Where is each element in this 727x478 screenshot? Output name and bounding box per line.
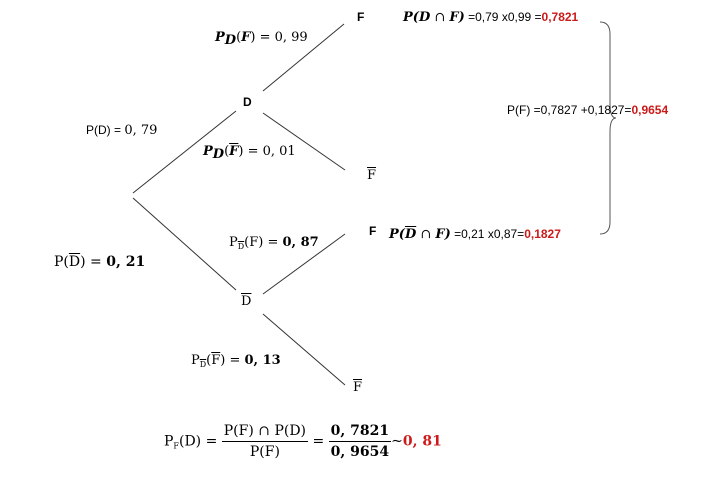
branch-D-notF-label: PD(F) = 0, 01 [203, 143, 296, 161]
prob-value: 0, 01 [262, 144, 296, 159]
branch-notD-F-label: PD(F) = 0, 87 [229, 236, 319, 251]
calc-total: P(F) =0,7827 +0,1827=0,9654 [507, 102, 668, 118]
calc-arith: =0,79 x0,99 = [464, 10, 542, 24]
branch-root-to-notD [132, 197, 237, 291]
branch-root-to-D [132, 110, 237, 194]
paren-close: ) = [250, 30, 275, 45]
bayes-fraction-2: 0, 7821 0, 9654 [328, 424, 392, 460]
calc-total-result: 0,9654 [631, 103, 669, 117]
calc-expr-mid: ∩ [416, 227, 436, 242]
paren-close: ) = [220, 353, 245, 368]
calc-expr-tail: ) [444, 227, 451, 242]
prob-symbol: P [229, 235, 238, 250]
bayes-lhs-arg: (D) = [178, 433, 222, 450]
node-notD: D [241, 294, 252, 309]
leaf-notF-bottom: F [353, 380, 363, 395]
bayes-result: 0, 81 [402, 433, 442, 450]
bayes-equals: = [308, 433, 329, 450]
paren-open: ( [236, 30, 242, 45]
paren-open: ( [206, 353, 212, 368]
prob-notD-bar: D [68, 254, 81, 270]
calc-bottom: P(D ∩ F) =0,21 x0,87=0,1827 [389, 226, 561, 242]
calc-result: 0,1827 [524, 227, 561, 241]
leaf-notF-top: F [367, 168, 377, 183]
branch-notD-to-F [262, 233, 346, 295]
branch-D-to-F [262, 23, 345, 92]
calc-expr-D: D [418, 10, 431, 25]
paren-open: ( [224, 144, 230, 159]
bayes-approx: ~ [391, 433, 403, 450]
event: F [241, 30, 251, 45]
bayes-numerator-value: 0, 7821 [328, 424, 392, 442]
calc-arith: =0,21 x0,87= [450, 227, 525, 241]
bayes-lhs-sub: F [173, 441, 179, 451]
prob-notD-label: P(D) = 0, 21 [54, 255, 145, 269]
calc-expr-head: P( [389, 227, 405, 242]
bayes-denominator-value: 0, 9654 [330, 444, 390, 460]
prob-D-label: P(D) = 0, 79 [86, 124, 157, 137]
prob-value: 0, 99 [274, 30, 308, 45]
leaf-F-bottom: F [369, 224, 377, 238]
calc-expr-F: F [435, 227, 445, 242]
branch-notD-to-notF [262, 313, 346, 386]
calc-expr-F: F [449, 10, 459, 25]
bayes-formula: PF(D) = P(F) ∩ P(D) P(F) = 0, 7821 0, 9654… [164, 424, 442, 459]
prob-notD-suffix: ) = [80, 254, 107, 270]
bayes-numerator: P(F) ∩ P(D) [221, 424, 309, 442]
prob-subscript: D [237, 242, 245, 251]
prob-D-prefix: P(D) = [86, 123, 125, 137]
event: F [211, 353, 221, 368]
prob-value: 0, 87 [282, 235, 319, 250]
prob-subscript: D [224, 33, 237, 48]
leaf-F-top: F [357, 10, 365, 24]
calc-top: P(D ∩ F) =0,79 x0,99 =0,7821 [403, 9, 578, 25]
bayes-denominator: P(F) [249, 444, 280, 460]
branch-D-F-label: PD(F) = 0, 99 [215, 29, 308, 47]
curly-brace [599, 21, 617, 235]
calc-expr-D: D [404, 227, 417, 242]
prob-notD-value: 0, 21 [106, 254, 146, 270]
prob-notD-prefix: P( [54, 254, 69, 270]
prob-subscript: D [212, 147, 225, 162]
paren-close: ) = [238, 144, 263, 159]
paren-event: (F) = [244, 235, 283, 250]
calc-total-label: P(F) =0,7827 +0,1827= [507, 103, 632, 117]
calc-expr-head: P( [403, 10, 419, 25]
calc-expr-mid: ∩ [430, 10, 450, 25]
branch-notD-notF-label: PD(F) = 0, 13 [191, 354, 281, 369]
calc-expr-tail: ) [458, 10, 465, 25]
prob-D-value: 0, 79 [124, 123, 158, 138]
calc-result: 0,7821 [541, 10, 579, 24]
bayes-fraction-1: P(F) ∩ P(D) P(F) [221, 424, 309, 460]
event: F [229, 144, 239, 159]
prob-symbol: P [203, 144, 213, 159]
node-D: D [243, 95, 252, 109]
prob-symbol: P [191, 353, 200, 368]
prob-symbol: P [215, 30, 225, 45]
prob-value: 0, 13 [244, 353, 281, 368]
prob-subscript: D [199, 360, 207, 369]
bayes-lhs-p: P [164, 433, 174, 450]
branch-D-to-notF [262, 112, 346, 171]
